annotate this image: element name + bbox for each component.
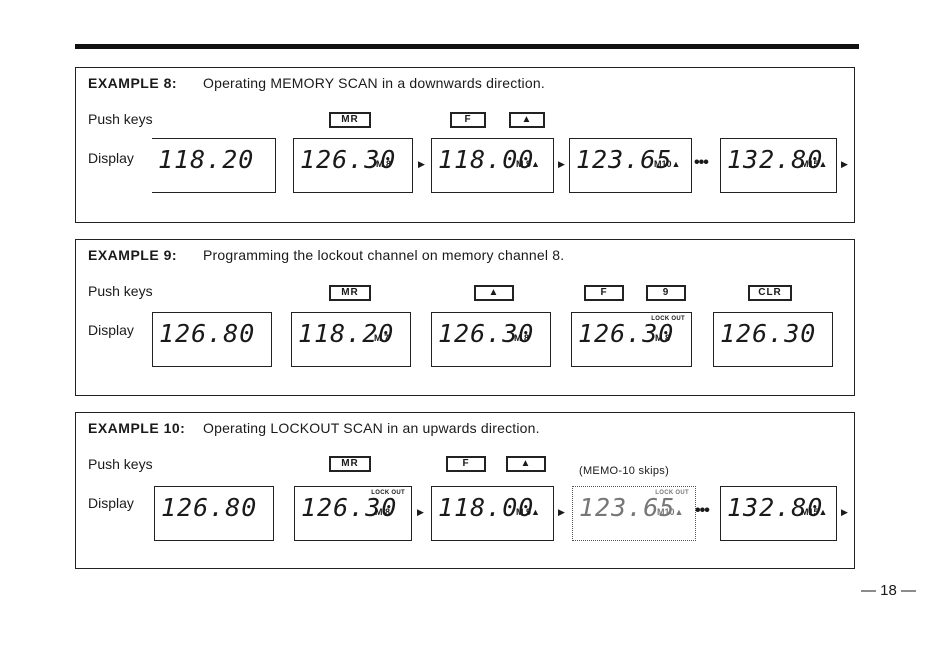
display-lcd: 126.30 M 8 <box>293 138 413 193</box>
display-frequency: 126.30 <box>578 319 675 348</box>
display-lcd: LOCK OUT 126.30 M 8 <box>571 312 692 367</box>
ellipsis-dots: ••• <box>695 502 710 519</box>
mr-key[interactable]: MR <box>329 285 371 301</box>
display-lcd: 118.00 M 9▲ <box>431 486 554 541</box>
display-frequency: 126.30 <box>438 319 535 348</box>
example-9-description: Programming the lockout channel on memor… <box>203 247 565 263</box>
memory-channel-indicator: M15▲ <box>801 507 828 517</box>
example-10-description: Operating LOCKOUT SCAN in an upwards dir… <box>203 420 540 436</box>
arrow-right-icon: ▶ <box>841 507 848 517</box>
display-lcd: 118.20 <box>152 138 276 193</box>
display-label: Display <box>88 150 134 166</box>
display-frequency: 123.65 <box>576 145 673 174</box>
arrow-right-icon: ▶ <box>417 507 424 517</box>
display-lcd-skipped: LOCK OUT 123.65 M10▲ <box>572 486 696 541</box>
display-lcd: 126.30 M 8 <box>431 312 551 367</box>
display-frequency: 126.80 <box>159 319 256 348</box>
display-lcd: 118.00 M 9▲ <box>431 138 554 193</box>
display-label: Display <box>88 322 134 338</box>
f-key[interactable]: F <box>450 112 486 128</box>
arrow-right-icon: ▶ <box>418 159 425 169</box>
display-frequency: 126.30 <box>301 493 398 522</box>
display-frequency: 118.00 <box>438 493 535 522</box>
memory-channel-indicator: M 8 <box>514 333 530 343</box>
display-lcd: 118.20 M 7 <box>291 312 411 367</box>
display-lcd: 123.65 M10▲ <box>569 138 692 193</box>
arrow-right-icon: ▶ <box>558 507 565 517</box>
example-10-title: EXAMPLE 10: <box>88 420 186 436</box>
display-lcd: 132.80 M15▲ <box>720 486 837 541</box>
top-rule <box>75 44 859 49</box>
lockout-indicator: LOCK OUT <box>655 490 689 496</box>
display-frequency: 123.65 <box>579 493 676 522</box>
mr-key[interactable]: MR <box>329 456 371 472</box>
page-number: — 18 — <box>860 582 916 599</box>
memory-channel-indicator: M 8 <box>655 333 671 343</box>
example-9-title-row: EXAMPLE 9: Programming the lockout chann… <box>88 247 564 263</box>
display-lcd: 126.30 <box>713 312 833 367</box>
memory-channel-indicator: M10▲ <box>654 159 681 169</box>
up-key[interactable]: ▲ <box>474 285 514 301</box>
mr-key[interactable]: MR <box>329 112 371 128</box>
display-frequency: 126.30 <box>300 145 397 174</box>
display-frequency: 118.20 <box>298 319 395 348</box>
display-lcd: 126.80 <box>152 312 272 367</box>
memory-channel-indicator: M 8 <box>376 159 392 169</box>
example-9-panel: EXAMPLE 9: Programming the lockout chann… <box>75 239 855 396</box>
f-key[interactable]: F <box>446 456 486 472</box>
example-9-title: EXAMPLE 9: <box>88 247 178 263</box>
memo-skip-note: (MEMO-10 skips) <box>579 465 670 477</box>
display-lcd: LOCK OUT 126.30 M 8 <box>294 486 412 541</box>
display-frequency: 132.80 <box>727 145 824 174</box>
memory-channel-indicator: M10▲ <box>657 507 684 517</box>
example-8-description: Operating MEMORY SCAN in a downwards dir… <box>203 75 545 91</box>
up-key[interactable]: ▲ <box>506 456 546 472</box>
display-lcd: 126.80 <box>154 486 274 541</box>
arrow-right-icon: ▶ <box>558 159 565 169</box>
display-frequency: 118.00 <box>438 145 535 174</box>
clr-key[interactable]: CLR <box>748 285 792 301</box>
lockout-indicator: LOCK OUT <box>651 316 685 322</box>
push-keys-label: Push keys <box>88 456 153 472</box>
display-frequency: 118.20 <box>158 145 255 174</box>
lockout-indicator: LOCK OUT <box>371 490 405 496</box>
f-key[interactable]: F <box>584 285 624 301</box>
memory-channel-indicator: M 9▲ <box>516 507 540 517</box>
example-8-panel: EXAMPLE 8: Operating MEMORY SCAN in a do… <box>75 67 855 223</box>
memory-channel-indicator: M 8 <box>375 507 391 517</box>
display-label: Display <box>88 495 134 511</box>
arrow-right-icon: ▶ <box>841 159 848 169</box>
example-10-title-row: EXAMPLE 10: Operating LOCKOUT SCAN in an… <box>88 420 540 436</box>
memory-channel-indicator: M 9▲ <box>516 159 540 169</box>
up-key[interactable]: ▲ <box>509 112 545 128</box>
example-8-title: EXAMPLE 8: <box>88 75 178 91</box>
display-lcd: 132.80 M15▲ <box>720 138 837 193</box>
example-8-title-row: EXAMPLE 8: Operating MEMORY SCAN in a do… <box>88 75 545 91</box>
display-frequency: 132.80 <box>727 493 824 522</box>
display-frequency: 126.80 <box>161 493 258 522</box>
nine-key[interactable]: 9 <box>646 285 686 301</box>
memory-channel-indicator: M15▲ <box>801 159 828 169</box>
display-frequency: 126.30 <box>720 319 817 348</box>
memory-channel-indicator: M 7 <box>374 333 390 343</box>
ellipsis-dots: ••• <box>694 154 709 171</box>
push-keys-label: Push keys <box>88 283 153 299</box>
push-keys-label: Push keys <box>88 111 153 127</box>
example-10-panel: EXAMPLE 10: Operating LOCKOUT SCAN in an… <box>75 412 855 569</box>
